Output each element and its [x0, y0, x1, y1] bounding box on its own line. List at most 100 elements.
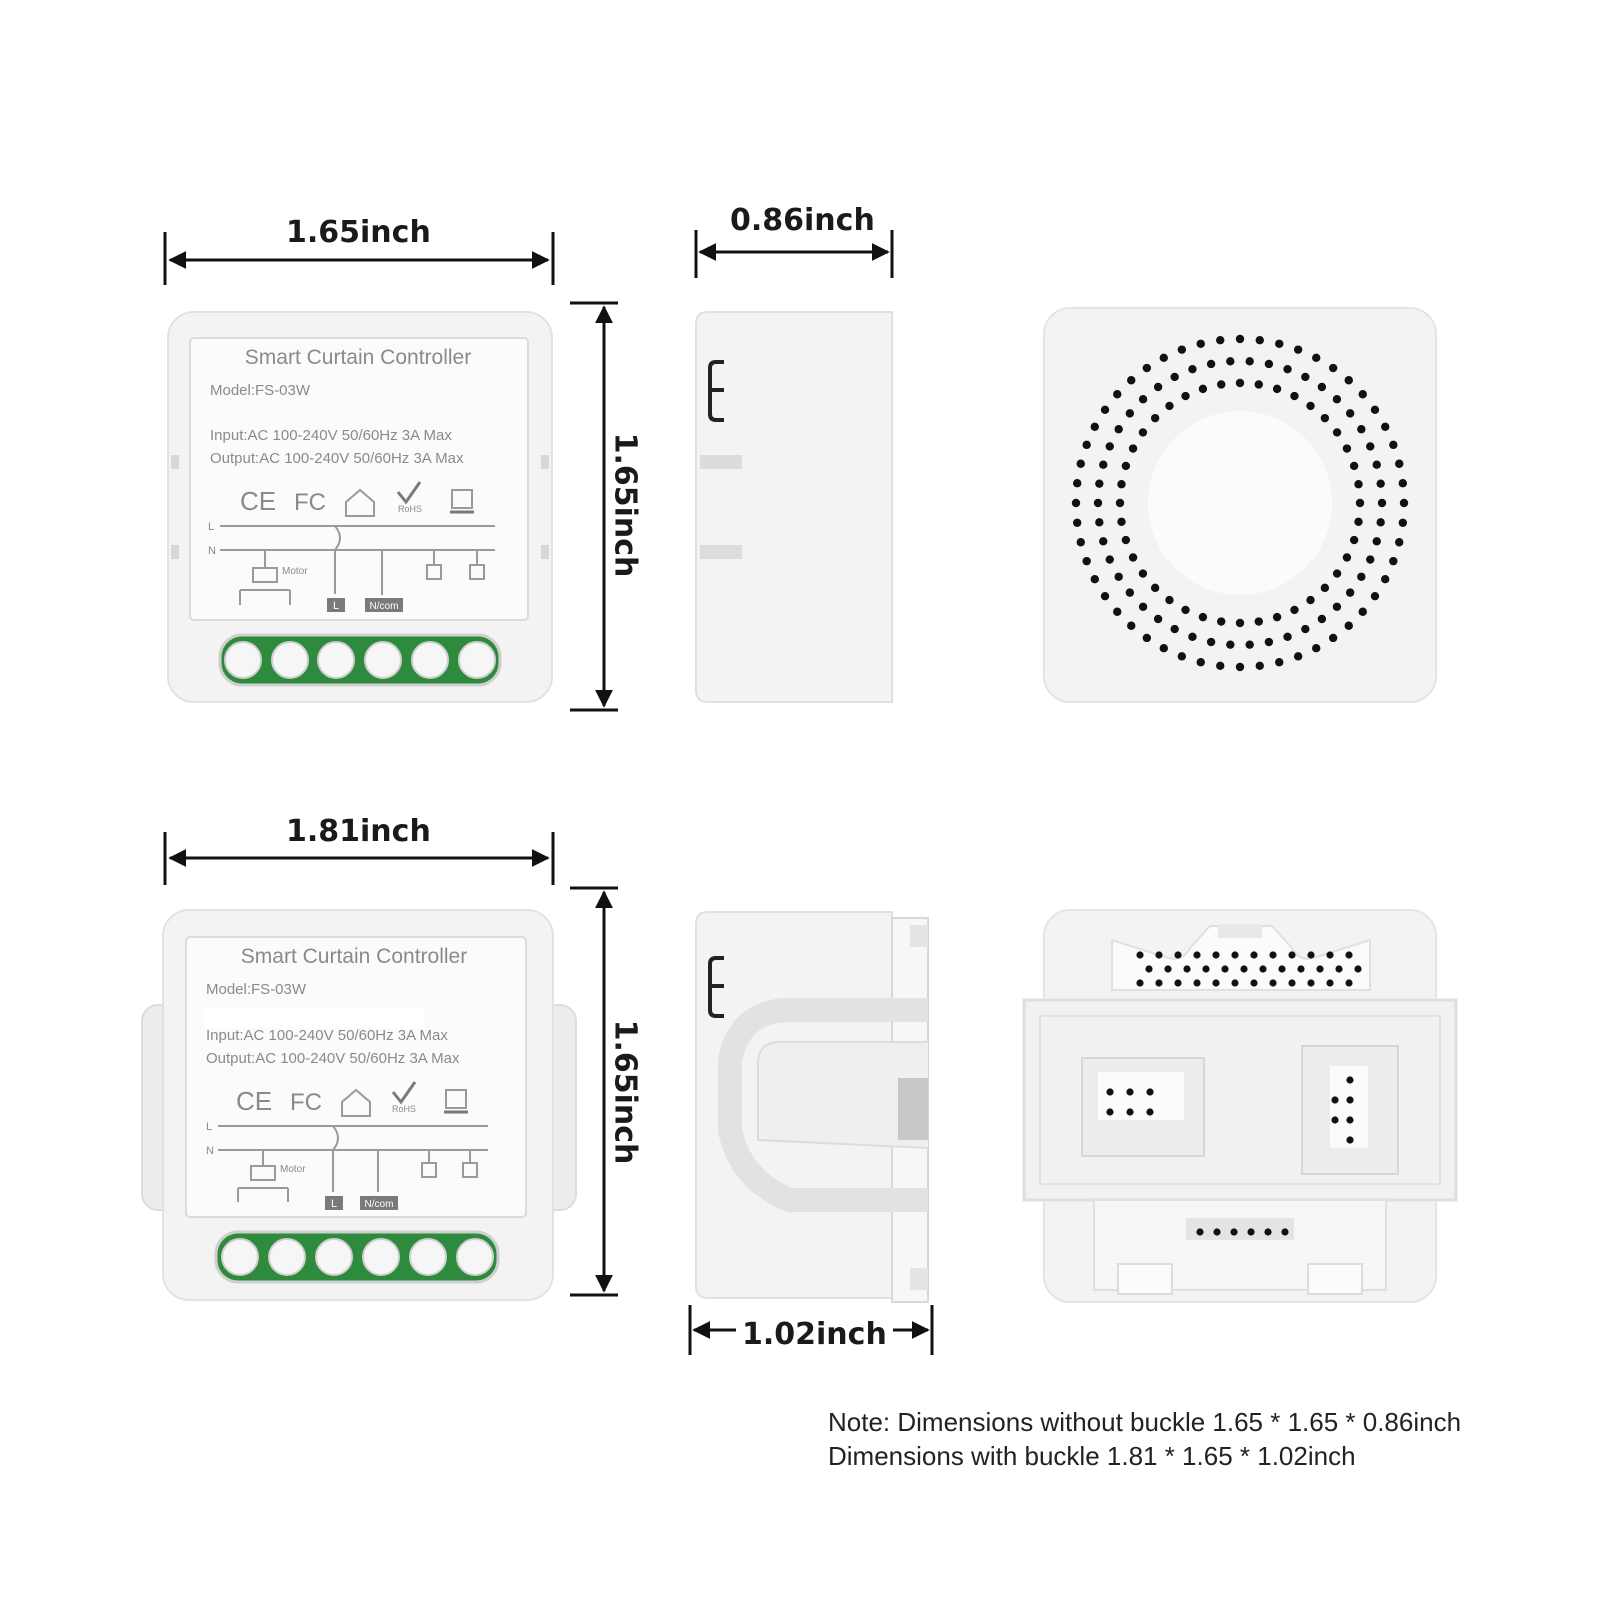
hole — [1320, 413, 1330, 423]
hole — [1196, 339, 1205, 348]
hole — [1126, 1088, 1134, 1096]
hole — [1153, 614, 1163, 624]
hole — [1366, 555, 1375, 564]
hole — [1316, 965, 1324, 973]
hole — [1376, 518, 1385, 527]
hole — [1196, 1228, 1204, 1236]
hole — [1345, 979, 1353, 987]
hole — [1170, 624, 1179, 634]
hole — [1170, 372, 1179, 382]
hole — [1301, 624, 1310, 634]
side-view-top — [695, 311, 893, 703]
motor-label: Motor — [280, 1164, 306, 1175]
line-n-label: N — [206, 1145, 214, 1157]
hole — [1344, 621, 1353, 630]
hole — [1326, 979, 1334, 987]
hole — [1117, 517, 1126, 526]
hole — [1354, 965, 1362, 973]
hole — [1250, 951, 1258, 959]
hole — [1275, 339, 1284, 348]
hole — [1202, 965, 1210, 973]
hole — [1306, 595, 1315, 605]
terminal-ncom-label: N/com — [365, 1199, 394, 1210]
hole — [1376, 479, 1385, 488]
hole — [1165, 595, 1174, 605]
line-l-label: L — [206, 1121, 212, 1133]
hole — [1099, 460, 1108, 469]
hole — [1297, 965, 1305, 973]
hole — [1217, 617, 1226, 626]
hole — [1235, 378, 1245, 388]
hole — [1272, 612, 1282, 622]
hole — [1312, 644, 1321, 653]
hole — [1216, 335, 1225, 345]
hole — [1159, 644, 1168, 653]
hole — [1212, 951, 1220, 959]
top-depth-dimension-line — [694, 230, 894, 278]
bottom-height-label: 1.65inch — [607, 1013, 642, 1171]
line-l-label: L — [208, 521, 214, 533]
cert-rohs: RoHS — [392, 1104, 416, 1114]
hole — [1370, 591, 1380, 601]
label-input: Input:AC 100-240V 50/60Hz 3A Max — [206, 1027, 448, 1044]
hole — [1259, 965, 1267, 973]
hole — [1250, 979, 1258, 987]
hole — [1245, 640, 1254, 649]
hole — [1136, 951, 1144, 959]
hole — [1320, 583, 1330, 593]
hole — [1372, 537, 1381, 546]
hole — [1188, 632, 1197, 642]
hole — [1115, 498, 1125, 508]
hole — [1142, 363, 1152, 373]
hole — [1150, 413, 1160, 423]
hole — [1399, 498, 1409, 508]
hole — [1217, 380, 1226, 389]
hole — [1357, 572, 1366, 581]
hole — [1247, 1228, 1255, 1236]
hole — [1106, 1108, 1114, 1116]
hole — [1076, 538, 1085, 547]
hole — [1082, 440, 1091, 450]
hole — [1269, 951, 1277, 959]
hole — [1344, 376, 1353, 385]
hole — [1235, 334, 1245, 344]
hole — [1346, 1136, 1354, 1144]
hole — [1370, 405, 1380, 415]
hole — [1346, 1096, 1354, 1104]
hole — [1230, 1228, 1238, 1236]
back-view-top — [1043, 307, 1437, 703]
hole — [1354, 480, 1363, 489]
hole — [1342, 553, 1352, 562]
hole — [1212, 979, 1220, 987]
hole — [1346, 1116, 1354, 1124]
hole — [1196, 658, 1205, 667]
hole — [1264, 637, 1274, 647]
hole — [1395, 538, 1404, 547]
speaker-holes — [1071, 334, 1409, 672]
hole — [1290, 605, 1299, 615]
hole — [1181, 605, 1190, 615]
hole — [1342, 444, 1352, 453]
hole — [1181, 391, 1190, 401]
hole — [1082, 556, 1091, 566]
hole — [1127, 376, 1136, 385]
hole — [1146, 1088, 1154, 1096]
note-line-2: Dimensions with buckle 1.81 * 1.65 * 1.0… — [828, 1441, 1356, 1471]
terminal-ncom-label: N/com — [370, 601, 399, 612]
bottom-depth-label: 1.02inch — [736, 1318, 893, 1352]
hole — [1328, 633, 1338, 643]
hole — [1381, 575, 1390, 584]
front-view-top — [167, 311, 553, 703]
hole — [1332, 602, 1342, 611]
hole — [1136, 979, 1144, 987]
hole — [1193, 979, 1201, 987]
hole — [1117, 480, 1126, 489]
hole — [1293, 652, 1303, 661]
hole — [1090, 575, 1099, 584]
hole — [1231, 979, 1239, 987]
hole — [1290, 391, 1299, 401]
hole — [1072, 518, 1082, 527]
hole — [1153, 382, 1163, 392]
hole — [1105, 442, 1114, 451]
hole — [1206, 359, 1216, 369]
